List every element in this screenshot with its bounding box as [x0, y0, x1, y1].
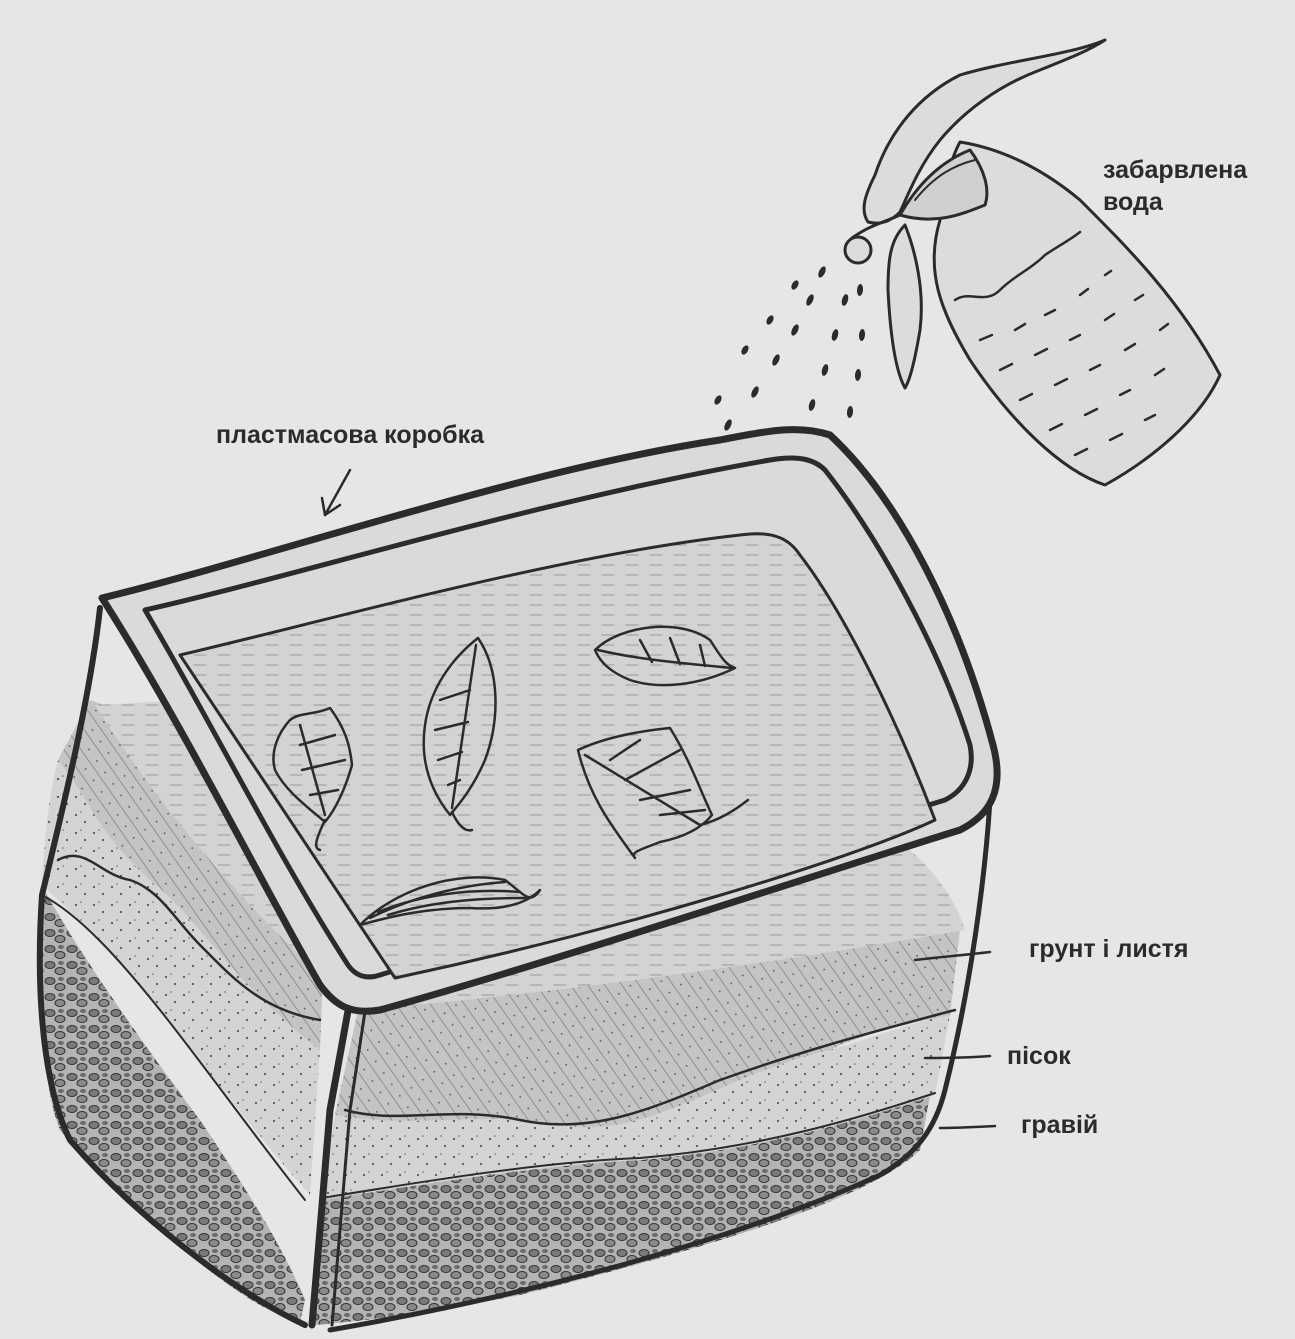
- label-gravel: гравій: [1021, 1109, 1098, 1141]
- label-colored-water-line1: забарвлена: [1103, 154, 1247, 186]
- pointer-gravel: [940, 1126, 995, 1128]
- label-sand: пісок: [1007, 1040, 1071, 1072]
- label-colored-water: забарвлена вода: [1103, 154, 1247, 218]
- spray-bottle-icon: [845, 40, 1220, 485]
- label-plastic-box: пластмасова коробка: [216, 419, 484, 451]
- label-soil-and-leaves: грунт і листя: [1029, 933, 1188, 965]
- label-colored-water-line2: вода: [1103, 186, 1247, 218]
- arrow-icon: [322, 470, 350, 515]
- spray-droplets: [713, 265, 866, 431]
